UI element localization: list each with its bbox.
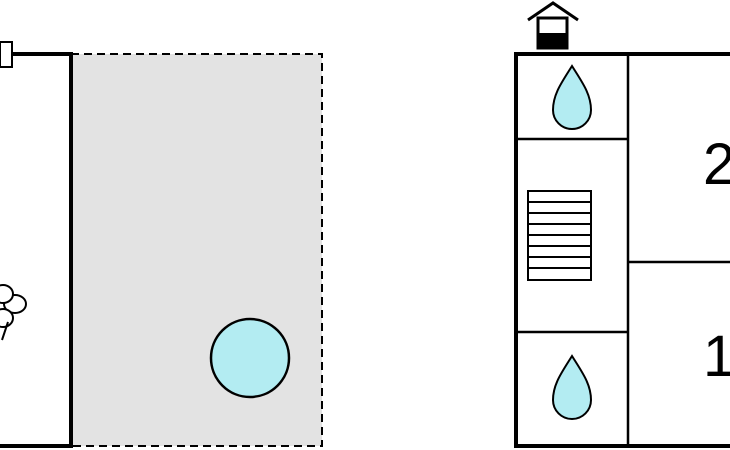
left-building	[0, 41, 323, 448]
wall-marker-icon	[0, 41, 13, 68]
house-entrance-icon	[527, 1, 579, 50]
right-building: 2 1	[514, 1, 730, 448]
stairs-icon	[527, 190, 592, 281]
water-drop-icon	[551, 354, 593, 420]
table-chairs-icon	[0, 284, 27, 341]
right-building-walls	[514, 52, 730, 448]
water-drop-icon	[551, 64, 593, 130]
room-label-upper: 2	[703, 132, 730, 197]
terrace-area	[70, 53, 323, 447]
circle-pool-icon	[209, 317, 291, 399]
left-room-walls	[0, 52, 73, 448]
room-label-lower: 1	[703, 324, 730, 389]
